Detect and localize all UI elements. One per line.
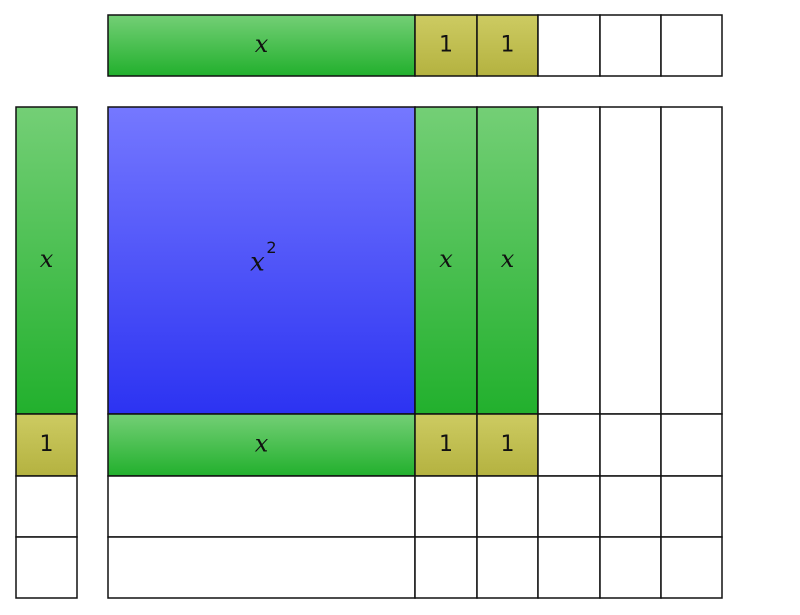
top-x-tile-label: x <box>255 30 269 58</box>
top-unit-tile: 1 <box>414 14 478 77</box>
product-empty-tile <box>599 106 662 415</box>
product-empty-tile-shape <box>660 536 723 599</box>
top-unit-tile: 1 <box>476 14 539 77</box>
product-unit-tile-label: 1 <box>501 432 515 457</box>
left-empty-tile <box>15 475 78 538</box>
product-empty-tile-shape <box>107 536 416 599</box>
left-empty-tile-shape <box>15 536 78 599</box>
product-empty-tile <box>414 536 478 599</box>
top-unit-tile-shape <box>476 14 539 77</box>
product-empty-tile-shape <box>599 536 662 599</box>
product-empty-tile <box>107 536 416 599</box>
top-empty-tile <box>537 14 601 77</box>
product-empty-tile-shape <box>599 106 662 415</box>
top-empty-tile-shape <box>660 14 723 77</box>
product-unit-tile: 1 <box>414 413 478 477</box>
product-x-squared-tile-shape <box>107 106 416 415</box>
product-empty-tile <box>660 536 723 599</box>
product-unit-tile-label: 1 <box>439 432 453 457</box>
top-x-tile: x <box>107 14 416 77</box>
left-empty-tile-shape <box>15 475 78 538</box>
product-empty-tile <box>599 536 662 599</box>
product-x-squared-tile-label: x <box>250 248 265 278</box>
product-empty-tile-shape <box>537 106 601 415</box>
top-unit-tile-label: 1 <box>501 33 515 58</box>
product-empty-tile <box>660 106 723 415</box>
left-x-tile-label: x <box>40 245 54 273</box>
top-empty-tile <box>660 14 723 77</box>
top-unit-tile-shape <box>414 14 478 77</box>
product-empty-tile <box>537 413 601 477</box>
left-x-tile: x <box>15 106 78 415</box>
product-empty-tile-shape <box>476 475 539 538</box>
product-empty-tile <box>660 413 723 477</box>
product-x-tile: x <box>107 413 416 477</box>
left-empty-tile <box>15 536 78 599</box>
product-empty-tile <box>599 475 662 538</box>
product-empty-tile-shape <box>660 106 723 415</box>
product-empty-tile-shape <box>537 475 601 538</box>
product-empty-tile <box>476 536 539 599</box>
product-empty-tile-shape <box>107 475 416 538</box>
top-x-tile-shape <box>107 14 416 77</box>
product-x-tile-label: x <box>439 245 453 273</box>
product-x-tile-label: x <box>501 245 515 273</box>
product-empty-tile-shape <box>660 475 723 538</box>
product-empty-tile-shape <box>599 475 662 538</box>
product-empty-tile-shape <box>537 413 601 477</box>
product-empty-tile-shape <box>414 475 478 538</box>
product-empty-tile <box>537 475 601 538</box>
top-empty-tile-shape <box>599 14 662 77</box>
product-x-tile: x <box>476 106 539 415</box>
product-empty-tile-shape <box>476 536 539 599</box>
product-empty-tile-shape <box>414 536 478 599</box>
left-unit-tile-label: 1 <box>40 432 54 457</box>
product-empty-tile <box>107 475 416 538</box>
left-unit-tile: 1 <box>15 413 78 477</box>
product-x-tile-label: x <box>255 430 269 458</box>
top-unit-tile-label: 1 <box>439 33 453 58</box>
product-empty-tile <box>660 475 723 538</box>
top-empty-tile-shape <box>537 14 601 77</box>
product-unit-tile: 1 <box>476 413 539 477</box>
product-x-tile: x <box>414 106 478 415</box>
product-empty-tile <box>537 536 601 599</box>
product-empty-tile <box>476 475 539 538</box>
left-x-tile-shape <box>15 106 78 415</box>
left-factor-column: x1 <box>15 106 78 599</box>
product-unit-tile-shape <box>414 413 478 477</box>
product-empty-tile-shape <box>537 536 601 599</box>
top-empty-tile <box>599 14 662 77</box>
product-empty-tile <box>599 413 662 477</box>
product-x-squared-tile-exponent: 2 <box>266 238 276 257</box>
product-x-tile-shape <box>476 106 539 415</box>
product-empty-tile <box>414 475 478 538</box>
top-factor-row: x 1 1 <box>107 14 723 77</box>
product-empty-tile-shape <box>599 413 662 477</box>
product-empty-tile-shape <box>660 413 723 477</box>
product-empty-tile <box>537 106 601 415</box>
